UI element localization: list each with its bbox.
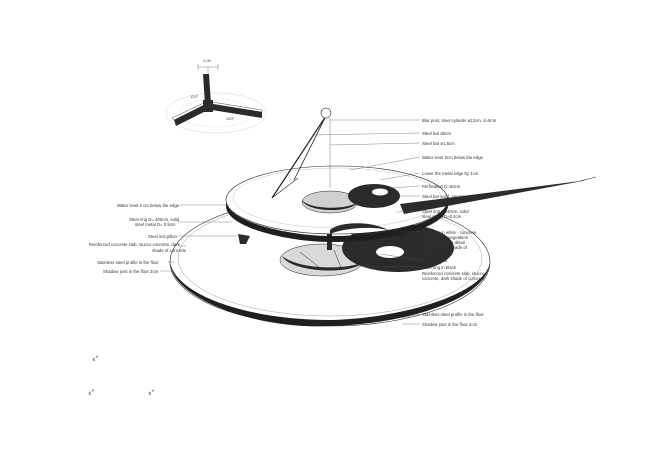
- rod-top-sphere: [320, 107, 332, 119]
- label-r8: steel metal D=0,4cm: [422, 214, 462, 219]
- label-r18: Stainless steel profile in the floor: [422, 312, 484, 317]
- leader-r4: [379, 172, 421, 181]
- label-r17: concrete, dark shade of concrete: [422, 276, 485, 281]
- leader-r15: [359, 265, 421, 268]
- label-r14: light, at black: [422, 258, 448, 263]
- labels-left: Water level 2 cm below the edge Steel ri…: [89, 203, 240, 274]
- legend-marks: ‹ʻ ‹ʻ ‹ʻ: [88, 355, 155, 399]
- label-l1: Steel ring D= 400cm, solid: [129, 217, 180, 222]
- label-l6: Stainless steel profile in the floor: [97, 260, 159, 265]
- label-r13: concrete: [422, 250, 439, 255]
- label-r7: Steel ring D=40cm, solid: [422, 209, 469, 214]
- inset-arm-back: [203, 74, 211, 104]
- label-r11: detail, see zoom detail: [422, 240, 465, 245]
- inset-dashed-circle-outer: [165, 92, 267, 134]
- spike-arm: [400, 180, 588, 214]
- label-r9: Steel ring in white - concrete: [422, 230, 477, 235]
- label-r19: Shadow joint in the floor 2cm: [422, 322, 478, 327]
- labels-right: Blur post, steel cylinder ø12cm, d=5cm S…: [311, 118, 497, 327]
- leader-r2: [329, 142, 421, 146]
- label-l4: Reinforced concrete slab, stucco concret…: [89, 242, 181, 247]
- label-r4: Lower the metal edge by 1cm: [422, 171, 479, 176]
- inset-dim-top: 4,00: [203, 58, 212, 63]
- upper-disc-rim: [226, 200, 448, 242]
- label-r6: Steel bar solid, steel metal D=0,6 cm: [422, 194, 493, 199]
- inset-angle-a: 120°: [190, 94, 199, 99]
- inset-arm-right: [212, 104, 262, 118]
- label-r10: concrete or a vegetation: [422, 235, 469, 240]
- upper-opening-right-hole: [372, 188, 388, 196]
- support-fin-left: [238, 234, 250, 244]
- lower-basin-spoke-1: [299, 251, 321, 269]
- inset-hub: [203, 100, 213, 112]
- legend-mark-b: ‹ʻ: [88, 389, 95, 399]
- label-l2: steel metal D= 0,5cm: [135, 222, 176, 227]
- legend-mark-c: ‹ʻ: [148, 389, 155, 399]
- label-r2: Steel bar ø1,5cm: [422, 141, 455, 146]
- inset-angle-b: 120°: [226, 116, 235, 121]
- rod-long: [271, 115, 327, 199]
- label-l7: Shadow joint in the floor 2cm: [103, 269, 159, 274]
- leader-r7: [395, 210, 421, 213]
- inset-arm-left: [174, 104, 208, 126]
- label-r3: Water level 2cm below the edge: [422, 155, 484, 160]
- main-object: [169, 107, 597, 327]
- label-r1: Steel bar ø5cm: [422, 131, 452, 136]
- label-r12: concrete, dark shade of: [422, 245, 468, 250]
- label-r5: Perforation D=50cm: [422, 184, 461, 189]
- rod-back: [293, 115, 327, 181]
- upper-crescent-front: [330, 223, 388, 234]
- leader-r5: [389, 185, 421, 189]
- lower-basin-right-hole: [376, 246, 404, 258]
- leader-r18: [401, 313, 421, 319]
- label-l5: shade of concrete: [152, 248, 187, 253]
- label-l0: Water level 2 cm below the edge: [117, 203, 180, 208]
- floor-ring-shadow: [170, 262, 490, 327]
- lower-basin-left-shade: [282, 256, 364, 271]
- leader-r3: [349, 156, 421, 171]
- upper-opening-right: [348, 184, 400, 208]
- legend-mark-a: ‹ʻ: [92, 355, 99, 365]
- rod-secondary: [271, 177, 299, 199]
- inset-detail: 4,00 120° 120°: [165, 58, 267, 134]
- leader-r1: [311, 132, 421, 136]
- label-r0: Blur post, steel cylinder ø12cm, d=5cm: [422, 118, 497, 123]
- upper-opening-left-shade: [302, 200, 358, 211]
- lower-basin-spoke-2: [333, 249, 343, 271]
- leader-r14: [379, 253, 421, 261]
- label-l3: Steel inst.pillon: [148, 234, 178, 239]
- label-r16: Reinforced concrete slab, stucco: [422, 271, 485, 276]
- label-r15: Steel ring in black: [422, 265, 457, 270]
- spike-tip: [579, 176, 597, 182]
